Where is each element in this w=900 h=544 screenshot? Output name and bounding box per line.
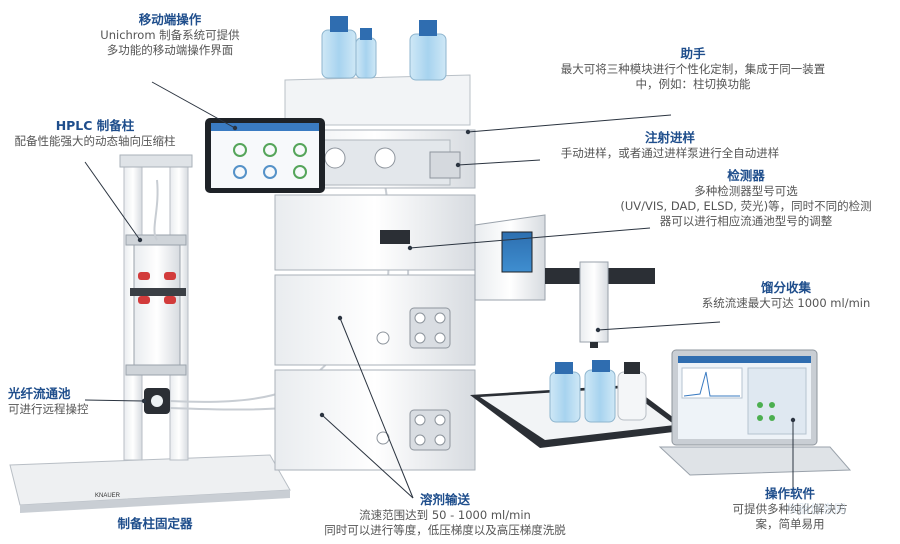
callout-software-desc-1: 可提供多种纯化解决方 [732,502,848,517]
callout-solvent-desc-1: 流速范围达到 50 - 1000 ml/min [359,508,531,523]
callout-detector-title: 检测器 [727,168,765,183]
callout-fraction-desc-1: 系统流速最大可达 1000 ml/min [701,296,871,311]
callout-hplc-desc-1: 配备性能强大的动态轴向压缩柱 [14,134,176,149]
laptop-device [658,349,852,476]
callout-fraction: 馏分收集 系统流速最大可达 1000 ml/min [676,280,896,311]
watermark: 仪器信息网 [786,502,847,516]
callout-column-holder-title: 制备柱固定器 [117,516,193,531]
fraction-collector [470,214,690,448]
callout-flowcell: 光纤流通池 可进行远程操控 [8,386,128,417]
callout-hplc: HPLC 制备柱 配备性能强大的动态轴向压缩柱 [0,118,190,149]
callout-detector-desc-2: (UV/VIS, DAD, ELSD, 荧光)等，同时不同的检测 [620,199,872,214]
callout-software-title: 操作软件 [764,486,815,501]
callout-solvent-desc-2: 同时可以进行等度，低压梯度以及高压梯度洗脱 [324,523,566,538]
leader-dots [137,125,796,423]
callout-injection-desc-1: 手动进样，或者通过进样泵进行全自动进样 [560,146,780,161]
callout-solvent: 溶剂输送 流速范围达到 50 - 1000 ml/min 同时可以进行等度，低压… [300,492,590,538]
callout-detector-desc-1: 多种检测器型号可选 [694,184,798,199]
solvent-bottles [321,16,447,81]
column-holder-stand: KNAUER [9,154,291,513]
brand-label: KNAUER [95,493,121,499]
callout-software-desc-2: 案，简单易用 [755,517,825,532]
callout-injection: 注射进样 手动进样，或者通过进样泵进行全自动进样 [535,130,805,161]
callout-mobile-title: 移动端操作 [138,12,202,27]
callout-assistant-desc-1: 最大可将三种模块进行个性化定制，集成于同一装置 [560,62,826,77]
callout-fraction-title: 馏分收集 [760,280,811,295]
callout-assistant: 助手 最大可将三种模块进行个性化定制，集成于同一装置 中，例如：柱切换功能 [528,46,858,92]
tablet-device [205,118,325,193]
callout-flowcell-desc-1: 可进行远程操控 [8,402,89,417]
callout-software: 操作软件 可提供多种纯化解决方 案，简单易用 [705,486,875,532]
callout-flowcell-title: 光纤流通池 [8,386,71,401]
callout-mobile-desc-2: 多功能的移动端操作界面 [106,43,234,58]
callout-mobile: 移动端操作 Unichrom 制备系统可提供 多功能的移动端操作界面 [75,12,265,58]
callout-column-holder: 制备柱固定器 [80,516,230,532]
callout-assistant-desc-2: 中，例如：柱切换功能 [635,77,751,92]
callout-solvent-title: 溶剂输送 [419,492,470,507]
callout-mobile-desc-1: Unichrom 制备系统可提供 [100,28,240,43]
leader-lines [84,81,794,499]
callout-detector-desc-3: 器可以进行相应流通池型号的调整 [659,214,833,229]
callout-injection-title: 注射进样 [644,130,695,145]
callout-assistant-title: 助手 [680,46,706,61]
callout-detector: 检测器 多种检测器型号可选 (UV/VIS, DAD, ELSD, 荧光)等，同… [596,168,896,229]
callout-hplc-title: HPLC 制备柱 [55,118,135,133]
